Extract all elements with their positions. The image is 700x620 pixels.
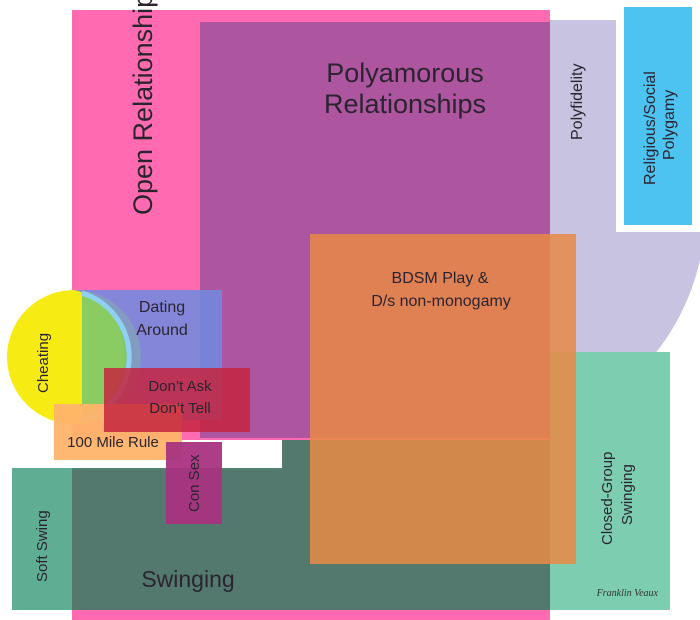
dating-around-label: Dating bbox=[139, 299, 185, 316]
signature: Franklin Veaux bbox=[596, 588, 659, 599]
bdsm-label-line2: D/s non-monogamy bbox=[371, 293, 511, 310]
dont-tell-label: Don’t Tell bbox=[149, 400, 210, 417]
soft-swing-label: Soft Swing bbox=[34, 510, 51, 582]
bdsm-label: BDSM Play & bbox=[392, 270, 489, 287]
closed-group-swinging-label: Closed-Group bbox=[599, 452, 616, 545]
religious-polygamy-region bbox=[624, 7, 692, 225]
soft-swing-region bbox=[12, 468, 72, 610]
religious-polygamy-label: Religious/Social bbox=[642, 71, 659, 185]
religious-polygamy-label-line2: Polygamy bbox=[661, 90, 678, 160]
polyamorous-label-line2: Relationships bbox=[324, 89, 486, 119]
open-relationships-label: Open Relationships bbox=[128, 0, 158, 215]
polyamorous-label: Polyamorous bbox=[326, 58, 484, 88]
cheating-label: Cheating bbox=[35, 333, 52, 393]
dont-ask-label: Don’t Ask bbox=[148, 378, 212, 395]
con-sex-region bbox=[166, 442, 222, 524]
dating-around-label-line2: Around bbox=[136, 322, 188, 339]
polyfidelity-label: Polyfidelity bbox=[569, 64, 586, 140]
polyfidelity-region bbox=[470, 20, 700, 441]
con-sex-label: Con Sex bbox=[186, 454, 203, 512]
swinging-label: Swinging bbox=[141, 566, 234, 592]
bdsm-region bbox=[310, 234, 576, 564]
hundred-mile-rule-label: 100 Mile Rule bbox=[67, 434, 159, 451]
dont-ask-dont-tell-region bbox=[104, 368, 250, 432]
closed-group-swinging-label-line2: Swinging bbox=[619, 464, 636, 525]
